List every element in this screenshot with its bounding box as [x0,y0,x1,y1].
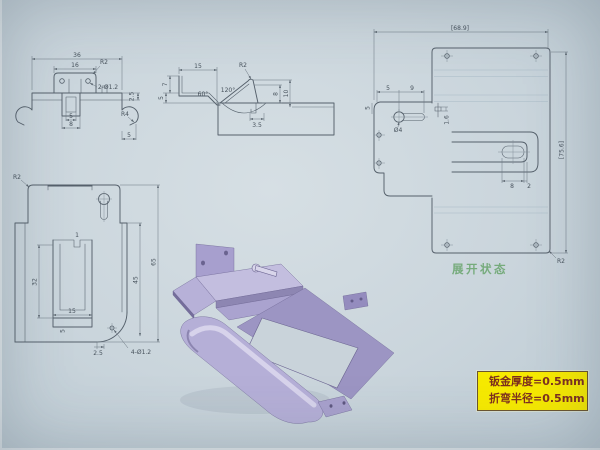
side-view: 15 7 5 60° 120° R2 8 10 3.5 [158,62,335,136]
dim-label: 65 [151,258,158,266]
dim-label: R4 [121,111,129,118]
dim-label: 5 [69,113,73,120]
flat-pattern-caption: 展开状态 [452,262,508,276]
render-front-curl [180,316,324,424]
flat-pattern-part [373,47,551,254]
dim-label: 5 [60,329,67,333]
dim-label: 2-Ø1.2 [98,84,118,91]
render-flange-hole [201,260,205,266]
front-view: 36 16 R2 2-Ø1.2 2.5 R4 5 5 8 [15,52,140,141]
dim-label: 5 [127,132,131,139]
dim-label: 15 [194,63,202,70]
dim-label: 15 [68,308,76,315]
flat-pattern-bend-lines [434,69,548,214]
dim-label: 32 [32,278,39,286]
dim-label: [75.6] [559,141,566,159]
dim-label: 120° [221,87,235,94]
dim-label: 8 [273,92,280,96]
dim-label: 5 [158,96,165,100]
dim-label: R2 [100,59,108,66]
render-side-bracket [342,291,369,311]
render-foot-tab [317,395,353,418]
plan-view-part [14,184,128,343]
dim-label: R2 [557,258,565,265]
dim-label: 5 [386,85,390,92]
dim-label: 4-Ø1.2 [131,349,151,356]
dim-label: [68.9] [451,25,469,32]
dim-label: R2 [13,174,21,181]
dim-label: R2 [239,62,247,69]
dim-label: 8 [69,121,73,128]
dim-label: 10 [283,90,290,98]
dim-label: 2.5 [93,350,103,357]
dim-label: 2.5 [129,92,136,102]
dim-label: 8 [510,183,514,190]
flat-pattern-view: [68.9] [75.6] 5 9 5 Ø4 1.6 8 2 R2 [365,25,568,265]
dim-label: Ø4 [394,127,403,134]
render-flange-hole [224,250,228,256]
dim-label: 60° [198,91,209,98]
flat-pattern-dims: [68.9] [75.6] 5 9 5 Ø4 1.6 8 2 R2 [365,25,568,265]
dim-label: 9 [410,85,414,92]
front-view-dims: 36 16 R2 2-Ø1.2 2.5 R4 5 5 8 [31,52,140,141]
front-view-part [15,72,139,126]
plan-view-dims: R2 1 32 15 5 2.5 4-Ø1.2 45 65 [13,174,160,357]
note-line-thickness: 钣金厚度=0.5mm [489,375,585,388]
dim-label: 2 [527,183,531,190]
spec-note-box: 钣金厚度=0.5mm 折弯半径=0.5mm [477,371,588,411]
dim-label: 3.5 [252,122,262,129]
dim-label: 1.6 [444,115,451,125]
dim-label: 5 [365,106,372,110]
render-rect-opening [245,317,359,389]
dim-label: 16 [71,62,79,69]
part-3d-render [172,243,395,424]
plan-view: R2 1 32 15 5 2.5 4-Ø1.2 45 65 [13,174,160,357]
dim-label: 36 [73,52,81,59]
dim-label: 45 [133,276,140,284]
side-view-dims: 15 7 5 60° 120° R2 8 10 3.5 [158,62,334,129]
dim-label: 1 [75,232,79,239]
dim-label: 7 [162,82,169,86]
note-line-bend-radius: 折弯半径=0.5mm [489,391,585,405]
